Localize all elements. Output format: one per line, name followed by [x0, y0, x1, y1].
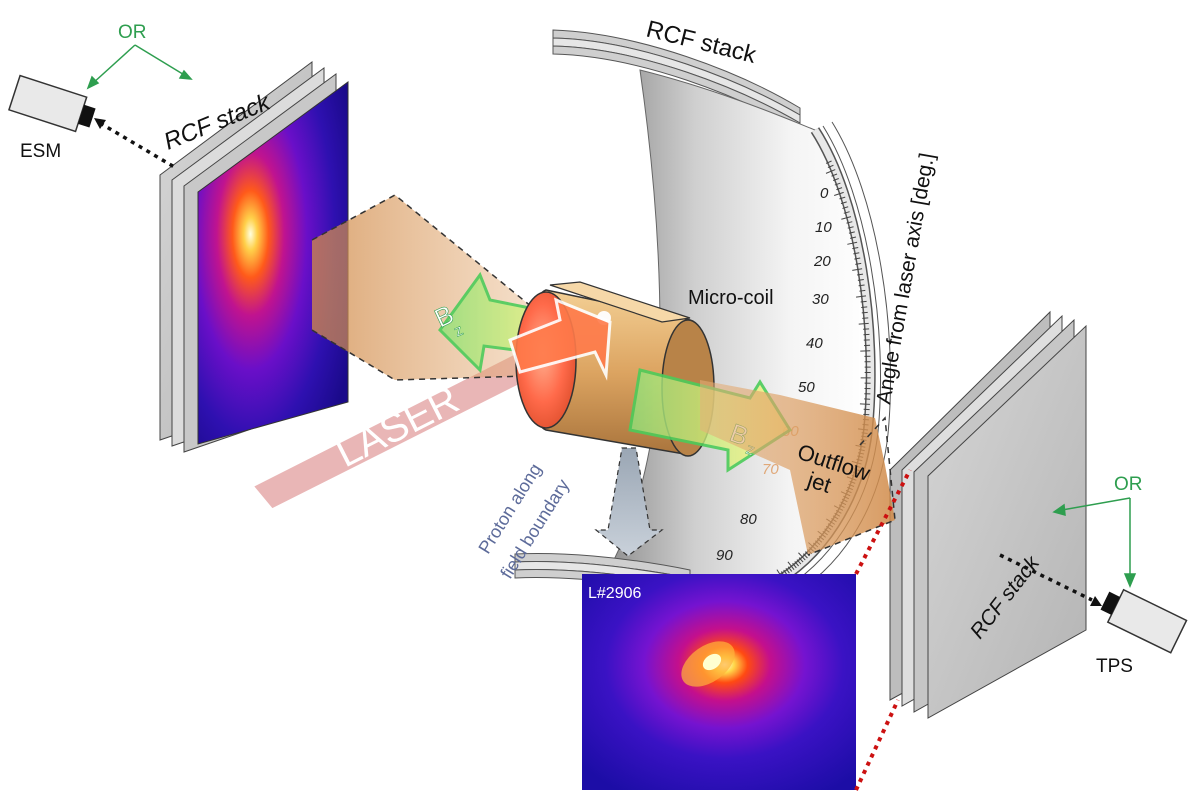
angle-tick-label: 40 — [806, 335, 823, 352]
angle-tick-label: 90 — [716, 547, 733, 564]
right-rcf-stack: RCF stack — [889, 310, 1087, 719]
rim-tick — [854, 257, 861, 260]
rim-tick — [832, 178, 839, 182]
rim-tick — [802, 553, 808, 559]
angle-tick-label: 30 — [812, 291, 829, 308]
rim-tick — [852, 268, 863, 271]
rim-tick — [861, 306, 868, 308]
left-rcf-stack: RCF stack — [159, 61, 349, 453]
outflow-jet: Outflow jet — [700, 380, 896, 556]
angle-tick-label: 70 — [762, 461, 779, 478]
rim-tick — [853, 252, 860, 255]
rim-tick — [857, 279, 864, 281]
angle-axis-label: Angle from laser axis [deg.] — [872, 151, 939, 406]
rim-tick — [862, 317, 869, 319]
laser-arrowhead — [508, 297, 612, 381]
rim-tick — [856, 295, 867, 298]
rim-tick — [843, 211, 850, 214]
rim-tick — [825, 160, 832, 164]
rim-tick — [848, 231, 855, 234]
rim-tick — [787, 561, 795, 571]
rim-tick — [839, 196, 846, 200]
or-right-indicator: OR — [1052, 474, 1143, 588]
rim-tick — [859, 403, 870, 405]
rim-tick — [825, 169, 836, 174]
rim-tick — [836, 187, 843, 191]
shot-id-label: L#2906 — [588, 585, 641, 602]
tps-label: TPS — [1096, 656, 1133, 677]
esm-label: ESM — [20, 141, 61, 162]
angle-tick-label: 50 — [798, 379, 815, 396]
tps-detector: TPS — [999, 553, 1188, 677]
rim-tick — [787, 566, 793, 572]
laser-label: LASER — [329, 377, 466, 476]
rim-tick — [858, 284, 865, 287]
rim-tick — [847, 226, 854, 229]
rim-tick — [842, 206, 849, 209]
rim-tick — [850, 236, 857, 239]
rim-tick — [834, 182, 841, 186]
angle-tick-label: 80 — [740, 511, 757, 528]
rim-tick — [841, 216, 852, 220]
rim-tick — [840, 201, 847, 205]
rim-tick — [796, 559, 802, 565]
rim-tick — [794, 561, 800, 567]
rim-tick — [856, 273, 864, 276]
rim-tick — [792, 562, 797, 569]
rim-tick — [831, 173, 838, 177]
rim-tick — [827, 164, 834, 169]
rim-tick — [858, 322, 869, 325]
rim-tick — [859, 289, 866, 292]
rim-tick — [847, 241, 858, 245]
rim-tick — [852, 246, 859, 250]
esm-detector: ESM — [8, 74, 177, 170]
rim-tick — [798, 557, 804, 563]
rim-tick — [798, 552, 806, 561]
or-right-label: OR — [1114, 474, 1143, 495]
proton-downward-arrow — [594, 447, 664, 557]
angle-tick-label: 0 — [820, 185, 829, 202]
rim-tick — [846, 221, 853, 224]
or-left-indicator: OR — [86, 22, 193, 90]
rim-tick — [860, 300, 867, 303]
rim-tick — [861, 311, 868, 314]
angle-tick-label: 10 — [815, 219, 832, 236]
rim-tick — [785, 568, 790, 574]
projection-lines — [854, 469, 912, 791]
micro-coil-label: Micro-coil — [688, 287, 774, 309]
angle-tick-label: 20 — [813, 253, 831, 270]
bottom-rcf-image: L#2906 — [582, 574, 856, 790]
rim-tick — [855, 262, 862, 265]
rim-tick — [834, 191, 844, 196]
or-left-label: OR — [118, 22, 147, 43]
